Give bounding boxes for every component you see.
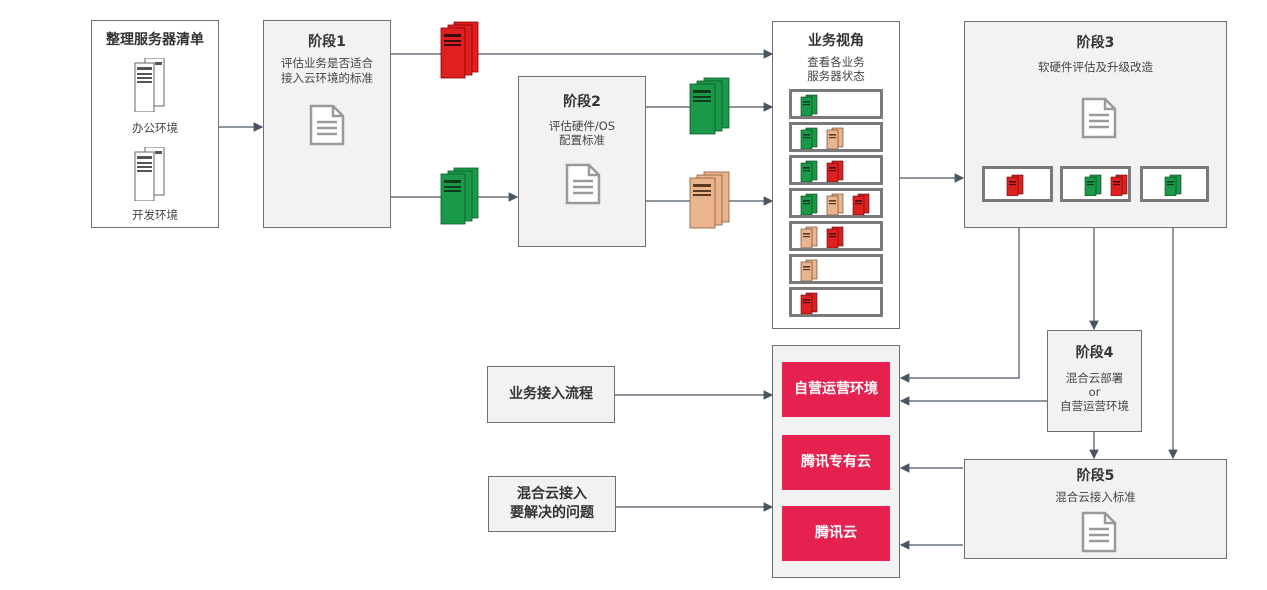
stage3-group-red (982, 166, 1053, 202)
stage3-desc: 软硬件评估及升级改造 (1038, 60, 1153, 74)
stage1-title: 阶段1 (308, 34, 346, 50)
document-icon (1081, 97, 1117, 139)
stage5-desc: 混合云接入标准 (1055, 490, 1136, 504)
stage1-desc-line1: 评估业务是否适合 (281, 56, 373, 70)
dev-servers-icon (134, 147, 165, 201)
stage4-desc-line3: 自营运营环境 (1060, 399, 1129, 413)
tan-server-icon (826, 127, 844, 149)
green-server-icon (800, 160, 818, 182)
arrow-stage3-target1 (899, 203, 1020, 383)
office-servers-icon (134, 58, 165, 112)
stage3-group-mixed (1060, 166, 1131, 202)
process-label: 业务接入流程 (509, 386, 593, 402)
stage3-group-green (1140, 166, 1209, 202)
stage1-desc-line2: 接入云环境的标准 (281, 71, 373, 85)
document-icon (1081, 511, 1117, 553)
red-server-icon (1110, 174, 1128, 196)
stage3-title: 阶段3 (1076, 35, 1115, 51)
document-icon (309, 104, 345, 146)
stage5-title: 阶段5 (1076, 468, 1115, 484)
tan-server-icon (800, 226, 818, 248)
green-server-stack-icon (440, 167, 479, 225)
tan-server-icon (800, 259, 818, 281)
view-desc-line1: 查看各业务 (807, 55, 865, 69)
red-server-icon (826, 160, 844, 182)
target-tencent-private-cloud: 腾讯专有云 (782, 435, 890, 490)
server-inventory-box: 整理服务器清单 办公环境 开发环境 (91, 20, 219, 228)
green-server-stack-icon (689, 77, 730, 135)
business-server-slot (789, 122, 883, 152)
target-self-operated: 自营运营环境 (782, 362, 890, 417)
hybrid-cloud-issues-box: 混合云接入 要解决的问题 (488, 476, 616, 532)
view-title: 业务视角 (808, 33, 864, 49)
business-server-slot (789, 188, 883, 218)
stage4-title: 阶段4 (1075, 345, 1114, 361)
issues-line2: 要解决的问题 (510, 505, 594, 521)
stage5-box: 阶段5 混合云接入标准 (964, 459, 1227, 559)
red-server-icon (826, 226, 844, 248)
tan-server-icon (826, 193, 844, 215)
stage1-box: 阶段1 评估业务是否适合 接入云环境的标准 (263, 20, 391, 228)
dev-env-label: 开发环境 (132, 208, 178, 222)
red-server-stack-icon (440, 21, 479, 79)
business-view-box: 业务视角 查看各业务 服务器状态 (772, 21, 900, 329)
business-server-slot (789, 89, 883, 119)
stage2-desc-line2: 配置标准 (559, 133, 605, 147)
business-server-slot (789, 254, 883, 284)
stage2-box: 阶段2 评估硬件/OS 配置标准 (518, 76, 646, 247)
red-server-icon (1006, 174, 1024, 196)
green-server-icon (800, 193, 818, 215)
green-server-icon (1164, 174, 1182, 196)
target-tencent-cloud: 腾讯云 (782, 506, 890, 561)
stage4-box: 阶段4 混合云部署 or 自营运营环境 (1047, 330, 1142, 432)
green-server-icon (800, 94, 818, 116)
red-server-icon (852, 193, 870, 215)
issues-line1: 混合云接入 (517, 486, 587, 502)
red-server-icon (800, 292, 818, 314)
office-env-label: 办公环境 (132, 121, 178, 135)
document-icon (565, 163, 601, 205)
green-server-icon (800, 127, 818, 149)
stage4-desc-line1: 混合云部署 (1065, 371, 1124, 385)
inventory-title: 整理服务器清单 (106, 32, 204, 48)
business-server-slot (789, 155, 883, 185)
stage2-desc-line1: 评估硬件/OS (548, 119, 616, 133)
tan-server-stack-icon (689, 171, 730, 229)
stage4-desc-line2: or (1088, 385, 1101, 399)
business-server-slot (789, 221, 883, 251)
stage3-box: 阶段3 软硬件评估及升级改造 (964, 21, 1227, 228)
business-server-slot (789, 287, 883, 317)
view-desc-line2: 服务器状态 (807, 69, 865, 83)
target-environments-box: 自营运营环境 腾讯专有云 腾讯云 (772, 345, 900, 578)
green-server-icon (1084, 174, 1102, 196)
stage2-title: 阶段2 (563, 94, 601, 110)
business-onboarding-process-box: 业务接入流程 (487, 366, 615, 423)
